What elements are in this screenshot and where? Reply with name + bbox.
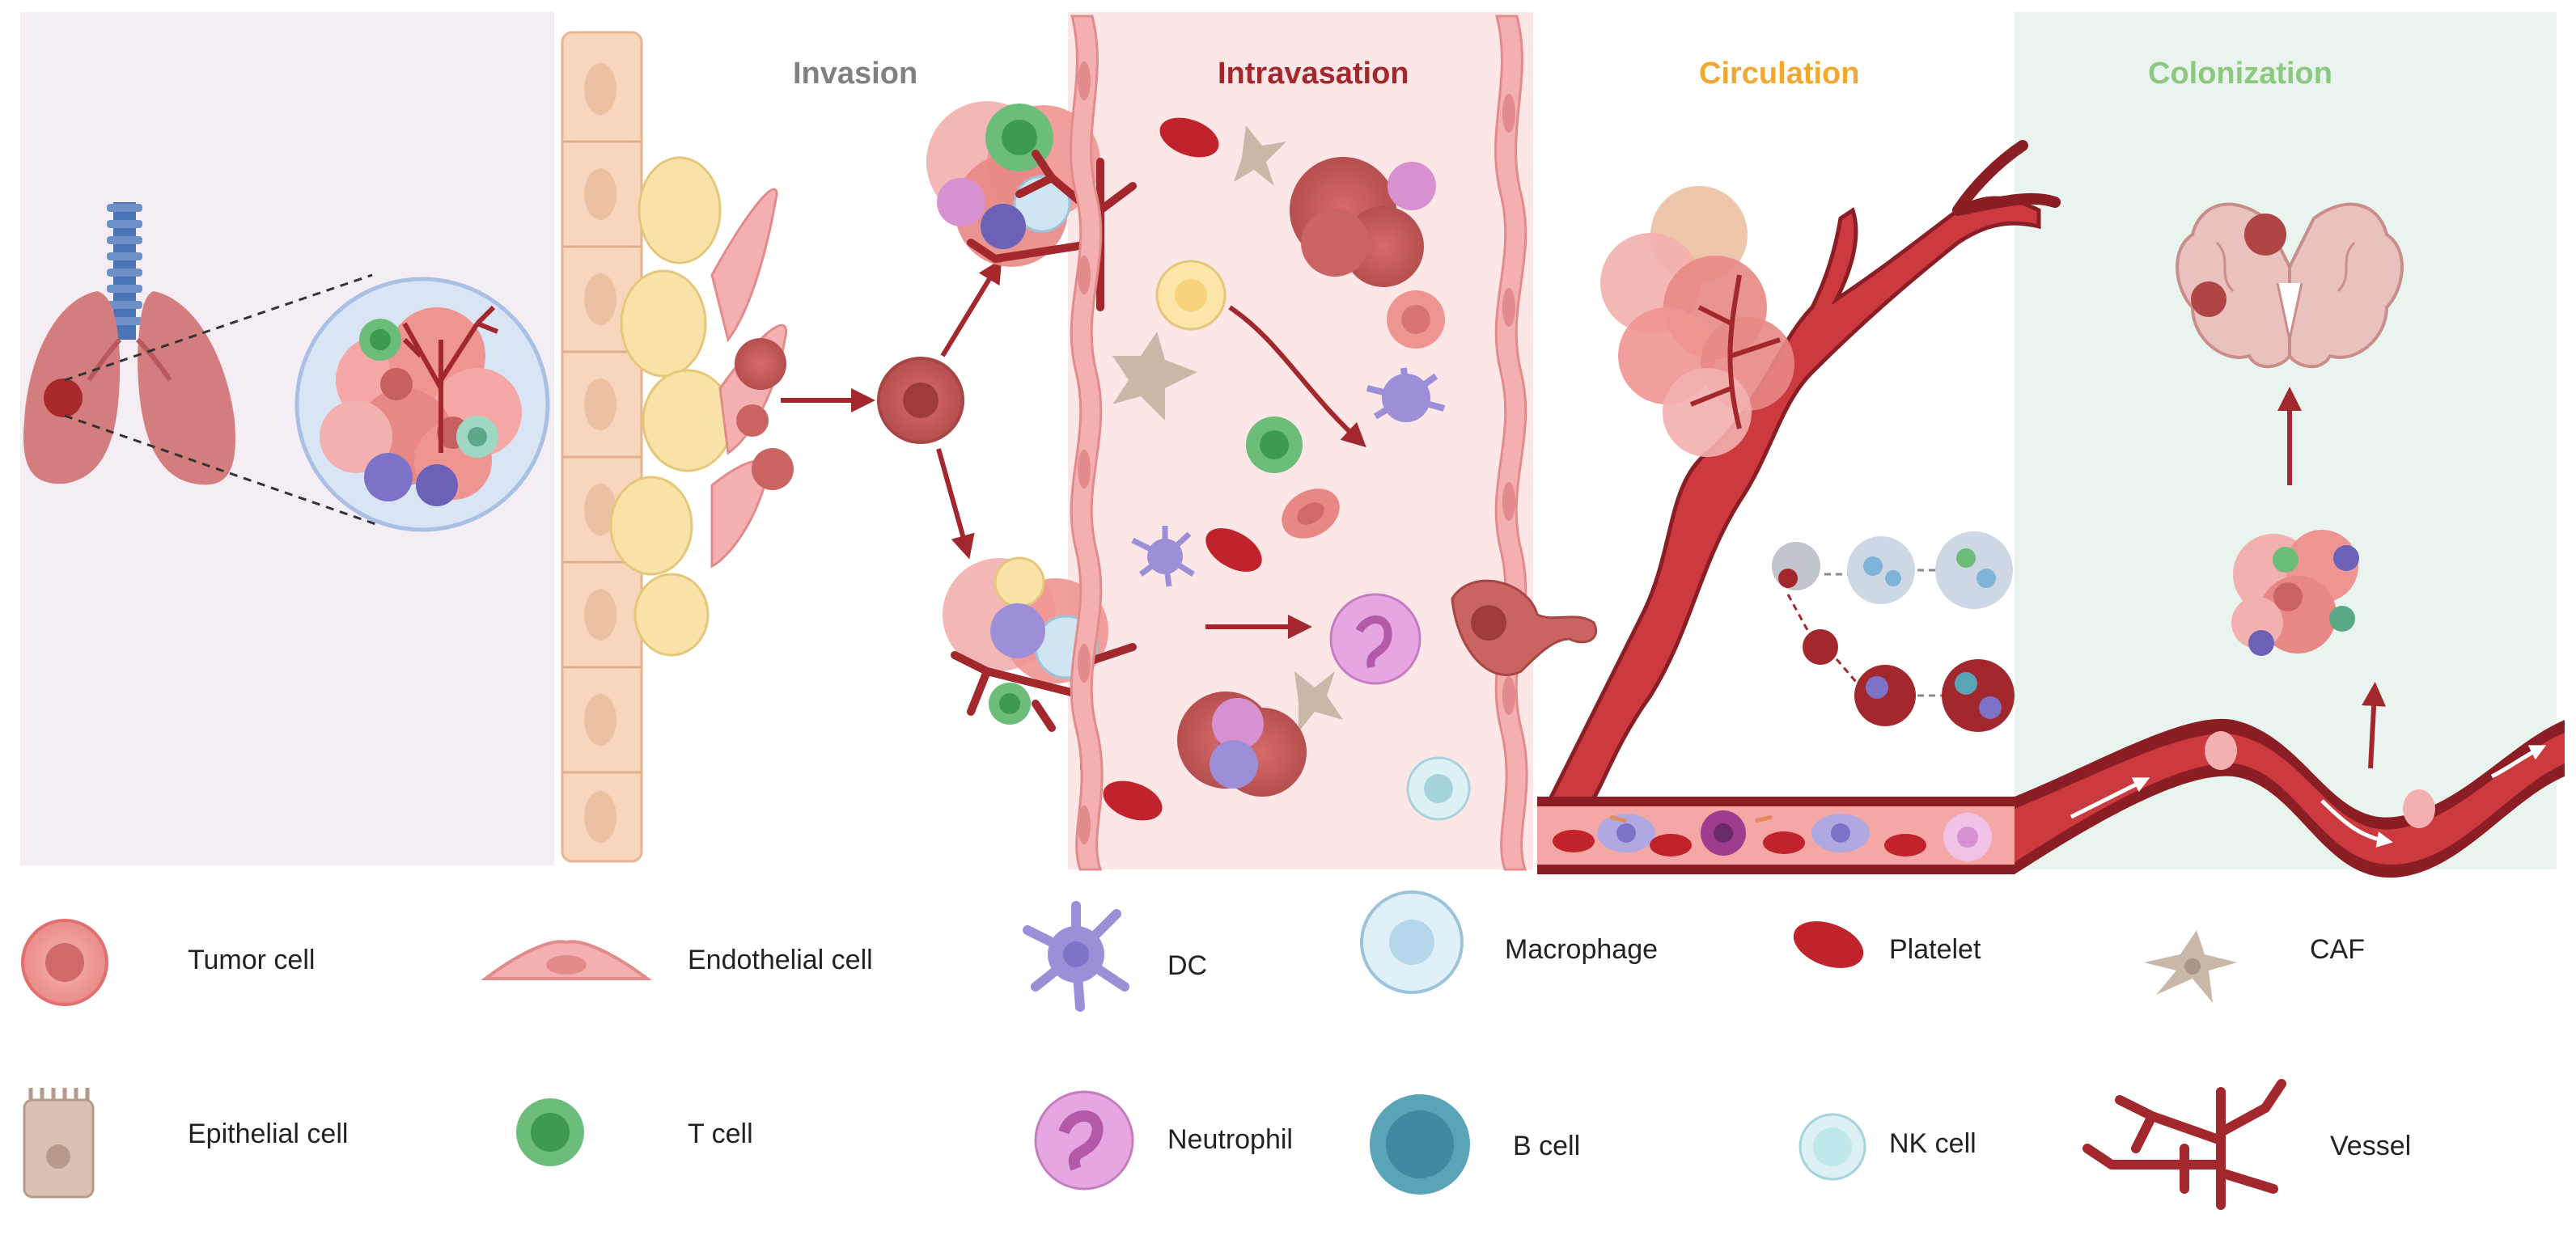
legend-label-tumor-cell: Tumor cell — [188, 945, 316, 975]
neutrophil-icon — [1034, 1090, 1134, 1191]
legend-label-vessel: Vessel — [2330, 1131, 2412, 1161]
stage-title-colonization: Colonization — [2148, 57, 2332, 91]
legend-label-caf: CAF — [2310, 934, 2365, 965]
t-cell-icon — [516, 1098, 584, 1166]
legend-label-platelet: Platelet — [1889, 934, 1981, 965]
epithelial-wall — [561, 31, 794, 863]
lungs-illustration — [23, 202, 381, 527]
circulating-clusters — [1772, 531, 2015, 732]
legend-label-dc: DC — [1167, 950, 1208, 981]
tumor-cell-icon — [21, 919, 108, 1006]
legend-label-epithelial-cell: Epithelial cell — [188, 1119, 349, 1149]
legend-label-nk-cell: NK cell — [1889, 1128, 1976, 1159]
colonization-tumor-cluster — [2231, 530, 2359, 656]
stage-title-circulation: Circulation — [1699, 57, 1860, 91]
colonization-wavy-vessel — [2015, 718, 2565, 878]
left-endothelium — [1070, 15, 1104, 871]
endothelial-cell-icon — [480, 940, 653, 980]
platelet-icon — [1793, 921, 1864, 968]
invasion-tumor-cluster — [781, 258, 1002, 560]
legend-label-macrophage: Macrophage — [1505, 934, 1659, 965]
tumor-zoom-circle — [294, 277, 550, 532]
legend-label-b-cell: B cell — [1513, 1131, 1581, 1161]
colonization-panel — [2015, 12, 2557, 869]
stage-title-invasion: Invasion — [793, 57, 918, 91]
circulation-vessel — [1537, 797, 2015, 874]
stage-title-intravasation: Intravasation — [1218, 57, 1409, 91]
extravasation-arrow — [2362, 682, 2387, 769]
caf-icon — [2144, 930, 2237, 1003]
brain-illustration — [2176, 202, 2404, 369]
legend-label-t-cell: T cell — [688, 1119, 753, 1149]
intravasation-lumen-cells — [1103, 117, 1598, 821]
macrophage-icon — [1360, 890, 1464, 994]
b-cell-icon — [1370, 1094, 1470, 1195]
legend-label-endothelial-cell: Endothelial cell — [688, 945, 873, 975]
vessel-icon — [2082, 1079, 2286, 1210]
legend-label-neutrophil: Neutrophil — [1167, 1124, 1293, 1155]
nk-cell-icon — [1799, 1113, 1866, 1181]
epithelial-cell-icon — [23, 1088, 95, 1199]
circulation-vessel-branch — [1541, 140, 2061, 811]
circulation-tumor-cluster — [1600, 186, 1794, 457]
dendritic-cell-icon — [1023, 901, 1129, 1012]
